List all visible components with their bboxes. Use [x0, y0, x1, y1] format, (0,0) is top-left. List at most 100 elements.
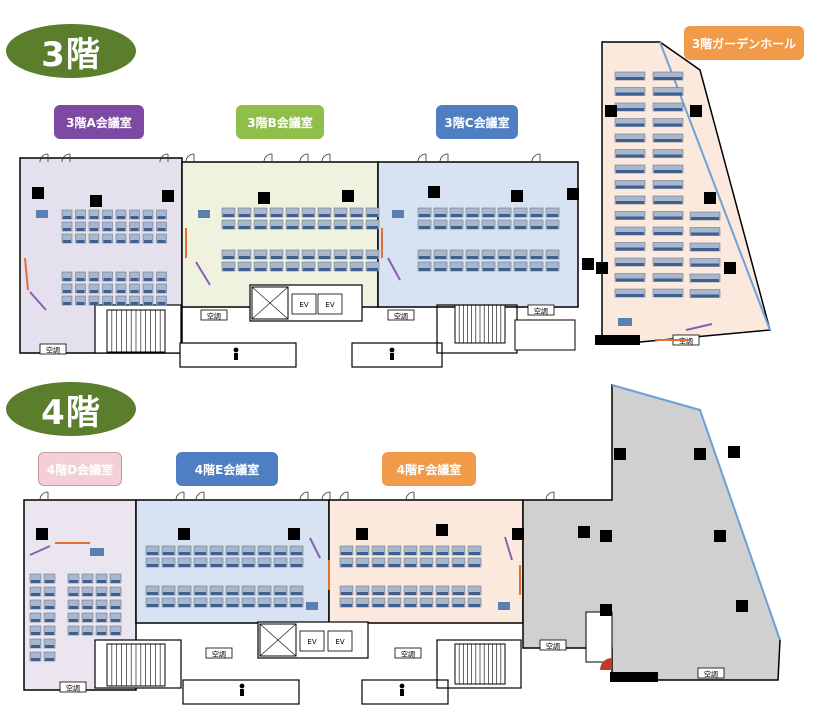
- desk-3a-back-chair: [90, 302, 98, 305]
- desk-3a-back-chair: [76, 278, 85, 281]
- pillar-3-5: [428, 186, 440, 198]
- ac-4d-label: 空調: [66, 684, 80, 693]
- pillar-3-9: [596, 262, 608, 274]
- ev-3-1: [291, 293, 317, 315]
- desk-4e-back-chair: [243, 604, 254, 607]
- desk-3c-back-chair: [451, 268, 462, 271]
- desk-3b-front-chair: [287, 214, 298, 217]
- desk-3a-back-chair: [144, 278, 152, 281]
- emergency-door-4: [600, 658, 612, 670]
- desk-3a-front-chair: [157, 228, 166, 231]
- gray-area-door-block: [610, 672, 658, 682]
- ac-4d: [59, 681, 87, 693]
- desk-3b-back-chair: [287, 256, 298, 259]
- desk-3c-back-chair: [419, 268, 430, 271]
- ac-4e-label: 空調: [212, 650, 226, 659]
- desk-4e-back-chair: [147, 604, 158, 607]
- door-4-7: [545, 491, 555, 501]
- desk-4f-back-chair: [357, 592, 368, 595]
- pillar-4-2: [288, 528, 300, 540]
- door-3-4: [263, 153, 273, 163]
- desk-3b-front-chair: [255, 226, 266, 229]
- door-4-3: [299, 491, 309, 501]
- desk-garden-left-chair: [616, 77, 644, 80]
- desk-3a-front-chair: [76, 228, 85, 231]
- desk-garden-left-chair: [654, 216, 682, 220]
- room-tag-3a: 3階A会議室: [54, 105, 144, 139]
- desk-3b-back-chair: [351, 268, 362, 271]
- desk-3c-back-chair: [547, 256, 558, 259]
- desk-3c-front-chair: [531, 226, 542, 229]
- desk-4d-left-chair: [31, 619, 40, 622]
- desk-4d-right-chair: [69, 632, 78, 635]
- desk-4e-back-chair: [179, 604, 190, 607]
- desk-3b-back-chair: [319, 268, 330, 271]
- lectern-4f: [498, 602, 510, 610]
- desk-4e-back-chair: [211, 592, 222, 595]
- desk-3a-back-chair: [76, 302, 85, 305]
- desk-3c-front-chair: [483, 226, 494, 229]
- desk-4e-front-chair: [179, 564, 190, 567]
- desk-3a-back-chair: [63, 290, 71, 293]
- desk-4d-left-chair: [31, 632, 40, 635]
- mic-3c: [387, 257, 401, 281]
- pillar-3-2: [162, 190, 174, 202]
- desk-3a-front-chair: [144, 240, 152, 243]
- desk-3c-front-chair: [483, 214, 494, 217]
- desk-garden-left-chair: [654, 247, 682, 251]
- desk-4f-back-chair: [437, 604, 448, 607]
- desk-4f-front-chair: [373, 564, 384, 567]
- desk-4d-right-chair: [97, 593, 106, 596]
- room-tag-3-garden-hall: 3階ガーデンホール: [684, 26, 804, 60]
- elevator-shaft-3-x2: [251, 286, 289, 320]
- desk-3a-front-chair: [103, 228, 112, 231]
- desk-4e-back-chair: [259, 604, 270, 607]
- desk-3c-back-chair: [483, 268, 494, 271]
- ac-4f: [394, 647, 422, 659]
- desk-3a-front-chair: [130, 228, 139, 231]
- desk-3c-back-chair: [499, 268, 510, 271]
- desk-3c-back-chair: [547, 268, 558, 271]
- pillar-3-6: [511, 190, 523, 202]
- desk-4f-front-chair: [469, 564, 480, 567]
- desk-3c-back-chair: [435, 268, 446, 271]
- desk-garden-right-chair: [691, 248, 719, 251]
- desk-3a-back-chair: [103, 302, 112, 305]
- desk-4d-right-chair: [69, 606, 78, 609]
- desk-3c-back-chair: [419, 256, 430, 259]
- door-3-1: [61, 153, 71, 163]
- desk-4e-front-chair: [211, 564, 222, 567]
- desk-garden-right-chair: [691, 232, 719, 236]
- pillar-3-3: [258, 192, 270, 204]
- lectern-4e: [306, 602, 318, 610]
- desk-4d-right-chair: [97, 632, 106, 635]
- door-3-5: [299, 153, 309, 163]
- desk-3b-back-chair: [271, 256, 282, 259]
- desk-3a-back-chair: [130, 278, 139, 281]
- desk-3b-front-chair: [351, 214, 362, 217]
- desk-3a-front-chair: [117, 216, 125, 219]
- desk-4e-front-chair: [291, 552, 302, 555]
- ac-4h: [697, 667, 725, 679]
- pillar-3-8: [582, 258, 594, 270]
- desk-3a-front-chair: [144, 228, 152, 231]
- restroom-3-right-icon-body: [390, 353, 394, 360]
- desk-3a-back-chair: [103, 290, 112, 293]
- door-3-6: [321, 153, 331, 163]
- desk-garden-left-chair: [616, 263, 644, 266]
- desk-3c-back-chair: [515, 256, 526, 259]
- desk-4d-right-chair: [83, 632, 92, 635]
- desk-garden-left-chair: [654, 123, 682, 127]
- desk-3a-front-chair: [63, 216, 71, 219]
- desk-garden-left-chair: [654, 232, 682, 235]
- room-tag-3b: 3階B会議室: [236, 105, 324, 139]
- lectern-garden: [618, 318, 632, 326]
- desk-3a-back-chair: [157, 302, 166, 305]
- ac-3b-label: 空調: [207, 312, 221, 321]
- desk-3c-front-chair: [451, 226, 462, 229]
- restroom-4-left-icon-body: [240, 689, 244, 696]
- door-3-8: [439, 153, 449, 163]
- ev-3-1-label: EV: [299, 301, 308, 309]
- ev-3-2: [317, 293, 343, 315]
